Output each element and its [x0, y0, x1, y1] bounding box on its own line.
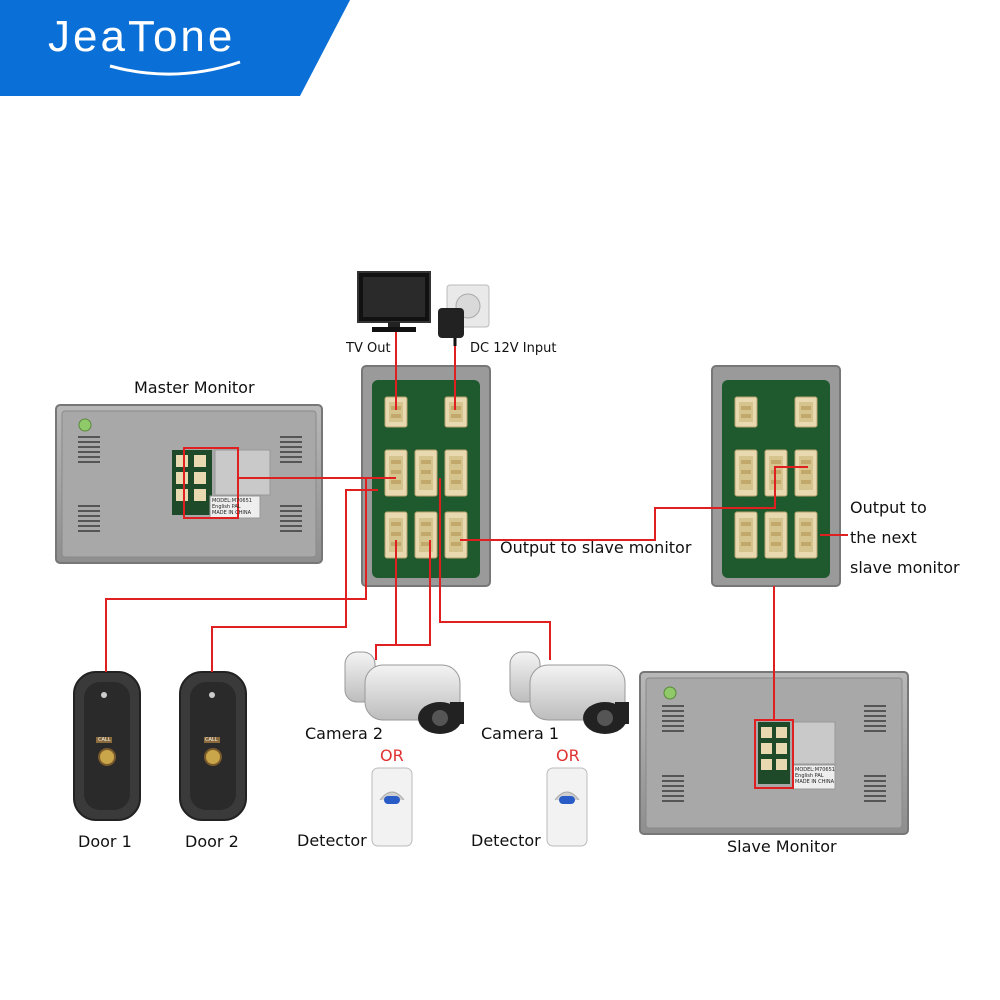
- nameplate-line3: MADE IN CHINA: [212, 510, 252, 516]
- camera-2-icon: [344, 651, 464, 734]
- door-1-call-label: CALL: [98, 737, 111, 743]
- or-label-2: OR: [380, 746, 404, 765]
- master-monitor: [55, 404, 323, 564]
- wiring: [105, 332, 848, 720]
- slave-nameplate: MODEL:M70651 English PAL MADE IN CHINA: [795, 767, 835, 785]
- or-label-1: OR: [556, 746, 580, 765]
- output-next-line1: Output to: [850, 498, 927, 517]
- dc-input-label: DC 12V Input: [470, 341, 557, 356]
- tv-out-label: TV Out: [346, 341, 391, 356]
- detector-1-label: Detector: [471, 831, 541, 850]
- master-nameplate: MODEL:M70651 English PAL MADE IN CHINA: [212, 498, 252, 516]
- output-next-line3: slave monitor: [850, 558, 960, 577]
- door-panel-2: [179, 671, 247, 821]
- nameplate-line1: MODEL:M70651: [212, 498, 252, 504]
- camera-1-label: Camera 1: [481, 724, 560, 743]
- slave-nameplate-line1: MODEL:M70651: [795, 767, 835, 773]
- power-adapter-icon: [438, 284, 490, 346]
- detector-2-label: Detector: [297, 831, 367, 850]
- brand-banner: [0, 0, 350, 96]
- door-2-label: Door 2: [185, 832, 239, 851]
- door-2-call-label: CALL: [205, 737, 218, 743]
- camera-2-label: Camera 2: [305, 724, 384, 743]
- door-panel-1: [73, 671, 141, 821]
- output-to-slave-label: Output to slave monitor: [500, 538, 692, 557]
- camera-1-icon: [509, 651, 629, 734]
- master-monitor-label: Master Monitor: [134, 378, 255, 397]
- brand-logo: JeaTone: [48, 12, 236, 61]
- nameplate-line2: English PAL: [212, 504, 241, 510]
- detector-1-icon: [546, 767, 588, 847]
- slave-monitor: [639, 671, 909, 835]
- door-1-label: Door 1: [78, 832, 132, 851]
- tv-icon: [357, 271, 431, 332]
- output-next-line2: the next: [850, 528, 917, 547]
- master-connection-board: [361, 365, 491, 587]
- slave-nameplate-line3: MADE IN CHINA: [795, 779, 835, 785]
- detector-2-icon: [371, 767, 413, 847]
- slave-nameplate-line2: English PAL: [795, 773, 824, 779]
- slave-monitor-label: Slave Monitor: [727, 837, 837, 856]
